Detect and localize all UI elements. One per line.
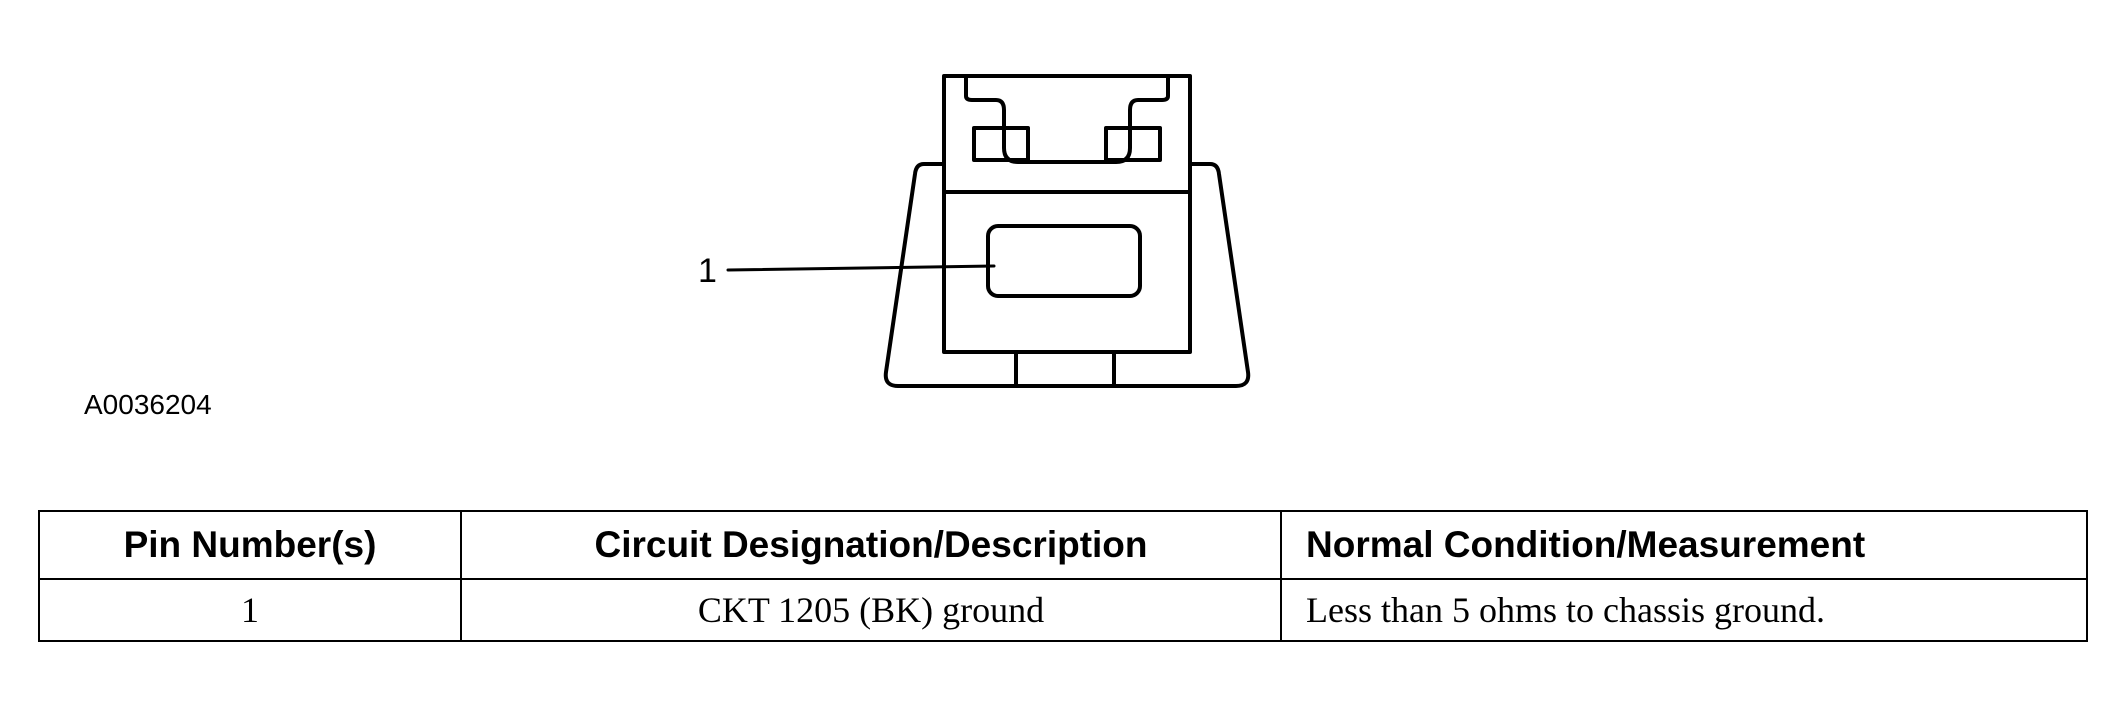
- pin-table: Pin Number(s) Circuit Designation/Descri…: [38, 510, 2088, 642]
- callout-label: 1: [698, 252, 717, 290]
- connector-housing: [883, 162, 1251, 388]
- latch-window-right: [1104, 126, 1162, 162]
- table-row: 1 CKT 1205 (BK) ground Less than 5 ohms …: [38, 578, 2088, 642]
- header-normal-condition: Normal Condition/Measurement: [1280, 510, 2088, 580]
- cell-circuit-description: CKT 1205 (BK) ground: [460, 578, 1282, 642]
- cell-measurement: Less than 5 ohms to chassis ground.: [1280, 578, 2088, 642]
- header-circuit-designation: Circuit Designation/Description: [460, 510, 1282, 580]
- connector-body: [942, 190, 1192, 354]
- callout-leader-line: [726, 264, 996, 272]
- cell-pin-number: 1: [38, 578, 462, 642]
- latch-contour: [964, 74, 1170, 164]
- latch-window-left: [972, 126, 1030, 162]
- connector-key: [1014, 350, 1116, 388]
- connector-latch: [942, 74, 1192, 194]
- pin-cavity: [986, 224, 1142, 298]
- table-header-row: Pin Number(s) Circuit Designation/Descri…: [38, 510, 2088, 580]
- header-pin-numbers: Pin Number(s): [38, 510, 462, 580]
- figure-id: A0036204: [84, 389, 212, 420]
